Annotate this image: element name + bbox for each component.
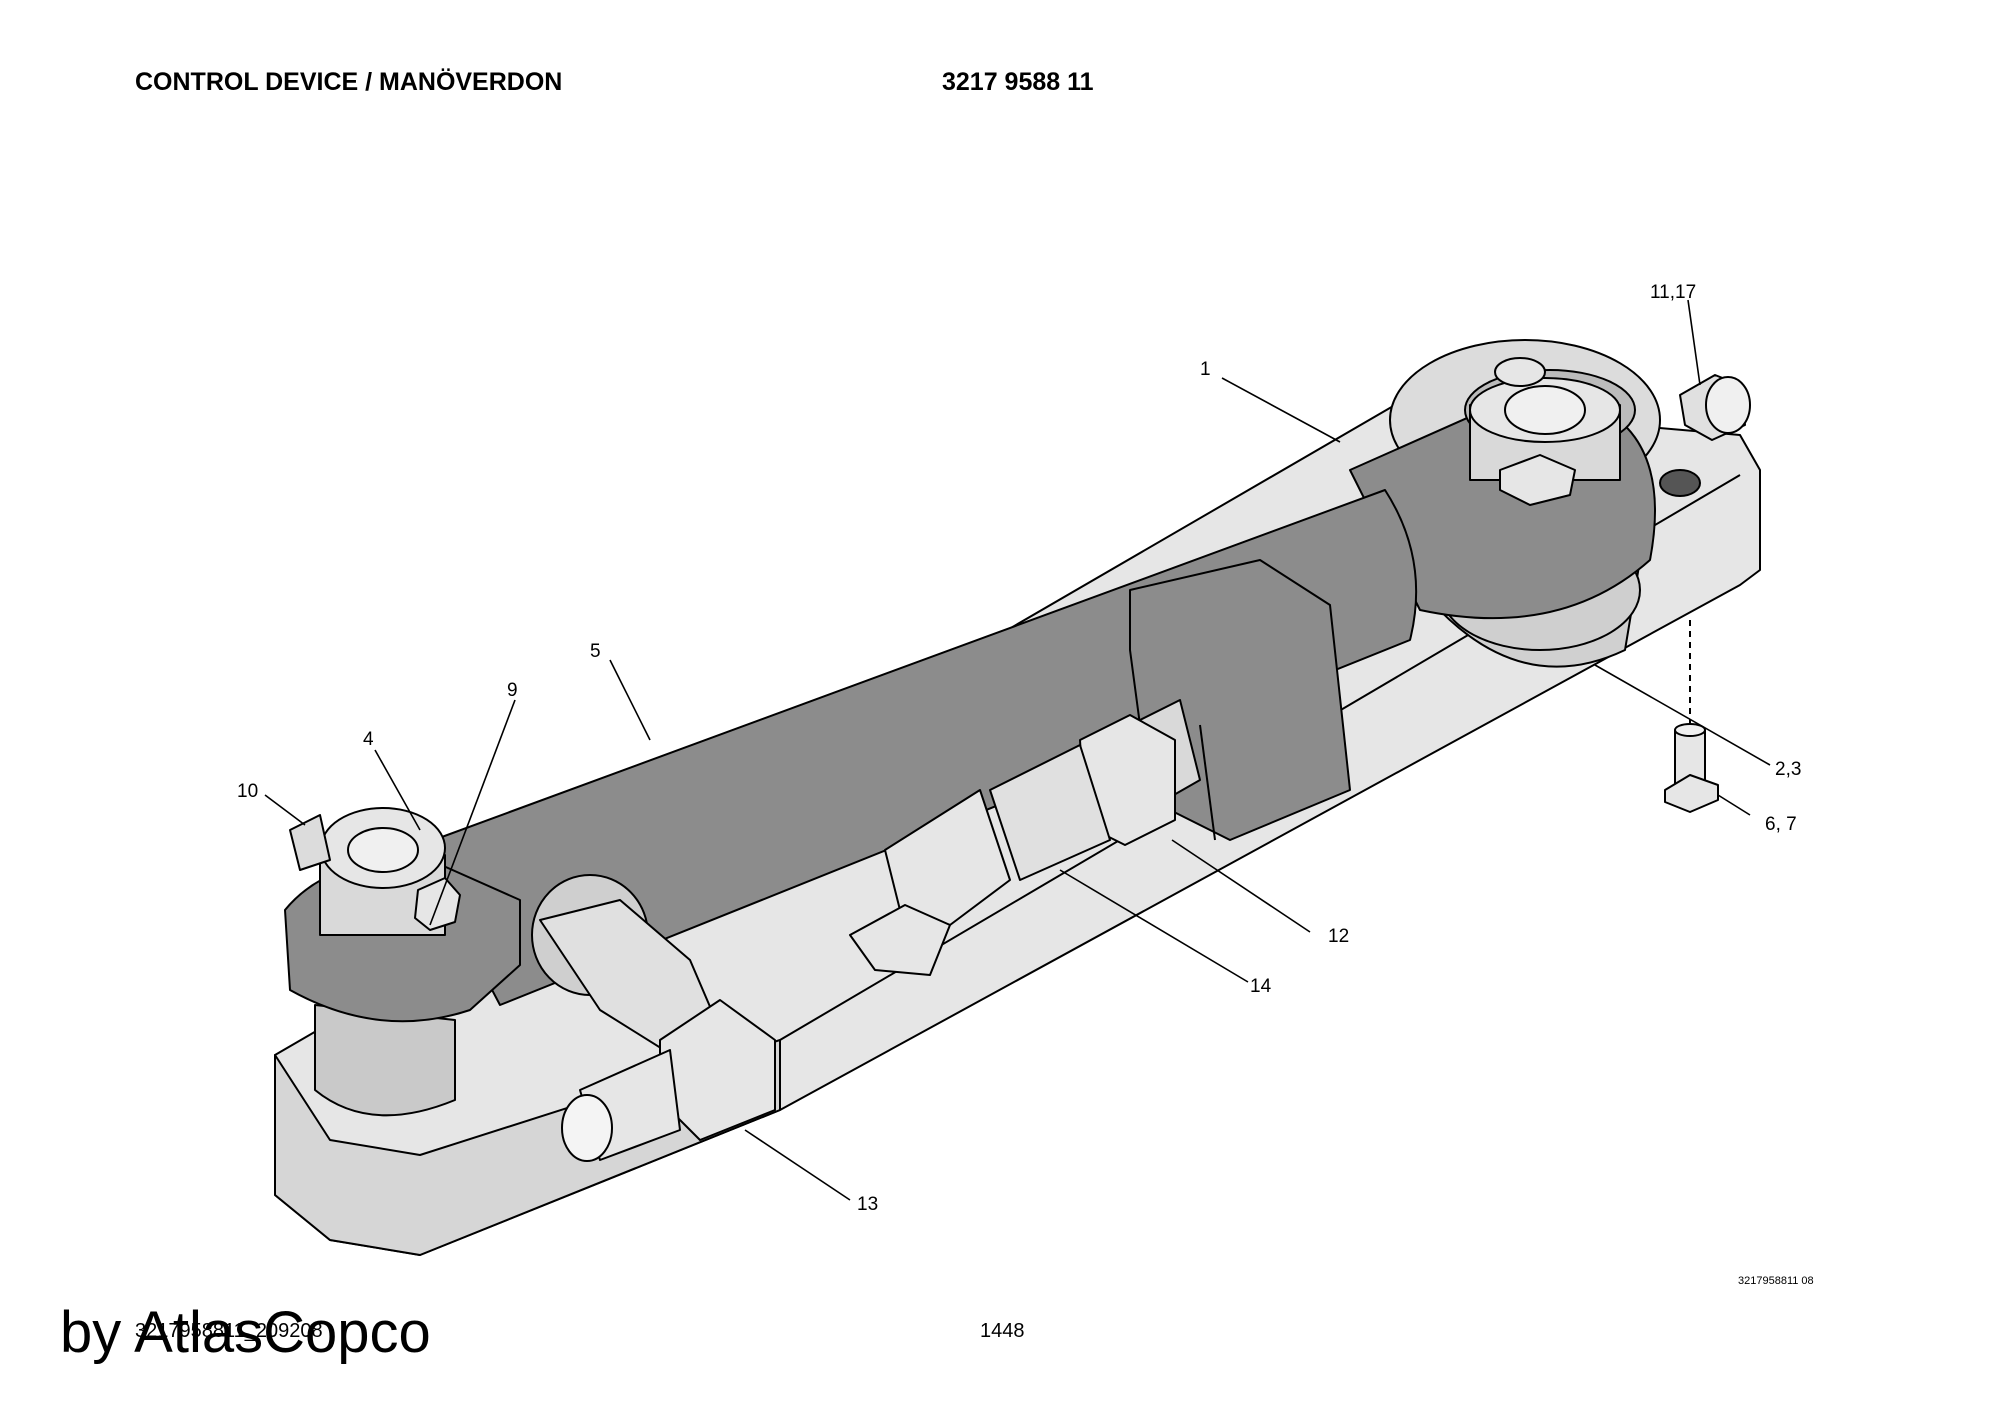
page-title: CONTROL DEVICE / MANÖVERDON <box>135 68 563 96</box>
callout-10: 10 <box>237 781 258 802</box>
image-reference: 3217958811 08 <box>1738 1275 1814 1287</box>
callout-14: 14 <box>1250 976 1272 997</box>
callout-9: 9 <box>507 680 518 701</box>
bolt-6-7 <box>1664 620 1719 813</box>
callout-12: 12 <box>1328 926 1349 947</box>
page-number: 1448 <box>980 1320 1025 1342</box>
callout-4: 4 <box>363 729 374 750</box>
footer-document-code: 3217958811_209208 <box>135 1320 323 1342</box>
callout-6-7: 6, 7 <box>1765 814 1797 835</box>
callout-2-3: 2,3 <box>1775 759 1801 780</box>
rod-end-right <box>1349 339 1661 668</box>
callout-labels: 1 11,17 2,3 6, 7 5 9 4 10 12 14 13 <box>237 282 1801 1215</box>
part-number: 3217 9588 11 <box>942 68 1094 96</box>
callout-5: 5 <box>590 641 601 662</box>
callout-11-17: 11,17 <box>1650 282 1696 303</box>
fitting-11-17 <box>1679 374 1751 441</box>
callout-13: 13 <box>857 1194 878 1215</box>
callout-1: 1 <box>1200 359 1211 380</box>
fittings-12-14 <box>849 699 1201 976</box>
rod-end-left <box>284 807 521 1117</box>
elbow-fitting-13 <box>531 874 776 1162</box>
watermark: by AtlasCopco <box>60 1300 431 1365</box>
leader-lines <box>264 299 1771 1201</box>
